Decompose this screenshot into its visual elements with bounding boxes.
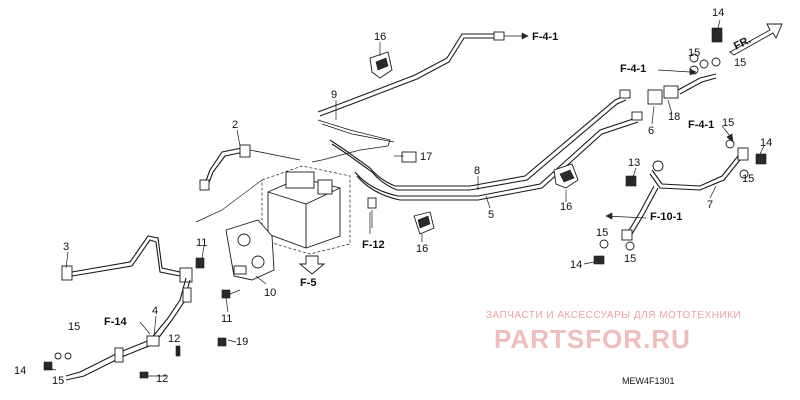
- ref-f41-mid: F-4-1: [620, 63, 646, 75]
- part-label-11-lower: 11: [221, 313, 232, 325]
- part-label-15-c: 15: [722, 117, 734, 129]
- part-label-17: 17: [420, 151, 432, 163]
- part-label-8: 8: [474, 165, 480, 177]
- ref-f14: F-14: [104, 316, 128, 328]
- part-label-14-mid: 14: [570, 259, 582, 271]
- leader-lines: [45, 19, 765, 377]
- brake-hose-6: [647, 59, 717, 105]
- part-label-16-top: 16: [374, 31, 386, 43]
- part-label-7: 7: [707, 199, 713, 211]
- part-label-4: 4: [152, 305, 158, 317]
- part-label-10: 10: [264, 287, 276, 299]
- part-label-16-right: 16: [560, 201, 572, 213]
- watermark-caption: ЗАПЧАСТИ И АКСЕССУАРЫ ДЛЯ МОТОТЕХНИКИ: [486, 310, 741, 321]
- ref-f12: F-12: [362, 239, 385, 251]
- part-label-14-top: 14: [712, 7, 724, 19]
- ref-f41-right: F-4-1: [688, 119, 714, 131]
- clamp-16-right: [553, 163, 579, 189]
- modulator-bracket-10: [225, 219, 275, 281]
- part-label-16-mid: 16: [416, 243, 428, 255]
- brake-pipe-3: [61, 235, 193, 283]
- part-label-15-a: 15: [688, 47, 700, 59]
- clamp-16-top: [369, 51, 393, 79]
- part-label-19: 19: [236, 336, 248, 348]
- part-label-5: 5: [488, 209, 494, 221]
- ref-f41-top: F-4-1: [532, 31, 558, 43]
- part-label-11-upper: 11: [196, 237, 207, 249]
- part-label-15-h: 15: [52, 375, 64, 387]
- part-label-2: 2: [232, 119, 238, 131]
- part-label-9: 9: [331, 89, 337, 101]
- part-label-14-right: 14: [760, 137, 772, 149]
- part-label-13: 13: [628, 157, 640, 169]
- part-label-12-upper: 12: [168, 333, 180, 345]
- brake-pipe-5: [354, 117, 639, 201]
- ref-f5: F-5: [300, 277, 317, 289]
- front-label: FR.: [732, 34, 753, 53]
- part-label-15-b: 15: [734, 57, 746, 69]
- drawing-code: MEW4F1301: [622, 376, 675, 386]
- bolts-and-washers: [43, 27, 767, 379]
- brake-hose-4: [54, 277, 192, 381]
- part-label-15-e: 15: [596, 227, 608, 239]
- brake-pipe-8: [329, 95, 627, 191]
- ref-arrows: [139, 32, 734, 335]
- part-label-18: 18: [668, 111, 680, 123]
- part-label-14-left: 14: [14, 365, 26, 377]
- part-label-15-d: 15: [742, 173, 754, 185]
- brake-pipe-2: [199, 144, 301, 191]
- brake-hose-7: [621, 147, 749, 241]
- part-label-3: 3: [63, 241, 69, 253]
- watermark-logo: PARTSFOR.RU: [494, 324, 691, 354]
- ref-f101: F-10-1: [650, 211, 682, 223]
- part-label-12-lower: 12: [156, 373, 168, 385]
- part-label-15-g: 15: [68, 321, 80, 333]
- abs-modulator: [195, 165, 351, 255]
- brake-pipe-9: [311, 31, 505, 163]
- clamp-16-mid: [413, 211, 435, 235]
- front-direction-arrow: FR.: [729, 23, 783, 56]
- part-label-6: 6: [648, 125, 654, 137]
- ref-f5-arrow: [298, 255, 326, 275]
- part-label-15-f: 15: [624, 253, 636, 265]
